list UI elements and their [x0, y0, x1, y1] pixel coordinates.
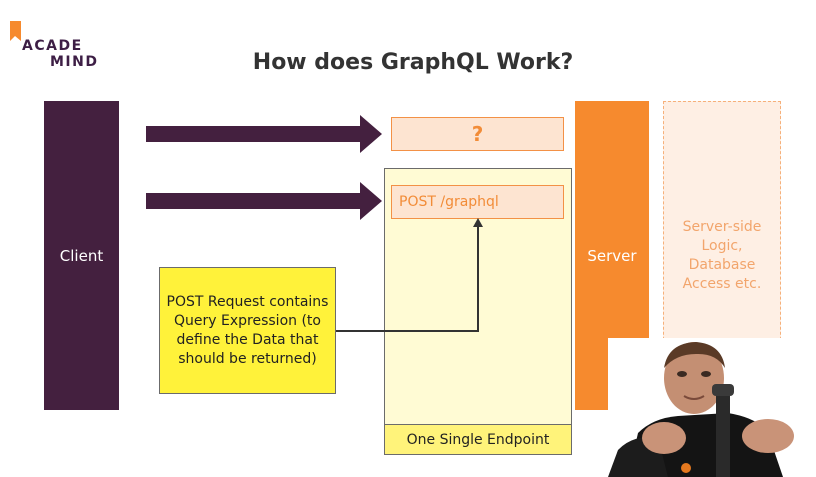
note-text: POST Request contains Query Expression (… [166, 293, 329, 367]
client-label: Client [59, 246, 104, 265]
logo-text-line2: MIND [50, 54, 99, 70]
logo-mark-icon [10, 21, 21, 41]
logo-text-line1: ACADE [22, 38, 83, 54]
server-label: Server [587, 246, 637, 265]
endpoint-label: One Single Endpoint [384, 424, 572, 455]
presenter-video [608, 338, 816, 477]
request-arrow-top [146, 115, 382, 153]
slide-title: How does GraphQL Work? [252, 50, 574, 75]
unknown-request-box: ? [391, 117, 564, 151]
query-expression-note: POST Request contains Query Expression (… [159, 267, 336, 394]
post-graphql-box: POST /graphql [391, 185, 564, 219]
server-logic-text: Server-side Logic, Database Access etc. [682, 218, 762, 292]
client-block: Client [44, 101, 119, 410]
connector-line [336, 218, 483, 332]
request-arrow-bottom [146, 182, 382, 220]
academind-logo: ACADE MIND [8, 20, 98, 72]
